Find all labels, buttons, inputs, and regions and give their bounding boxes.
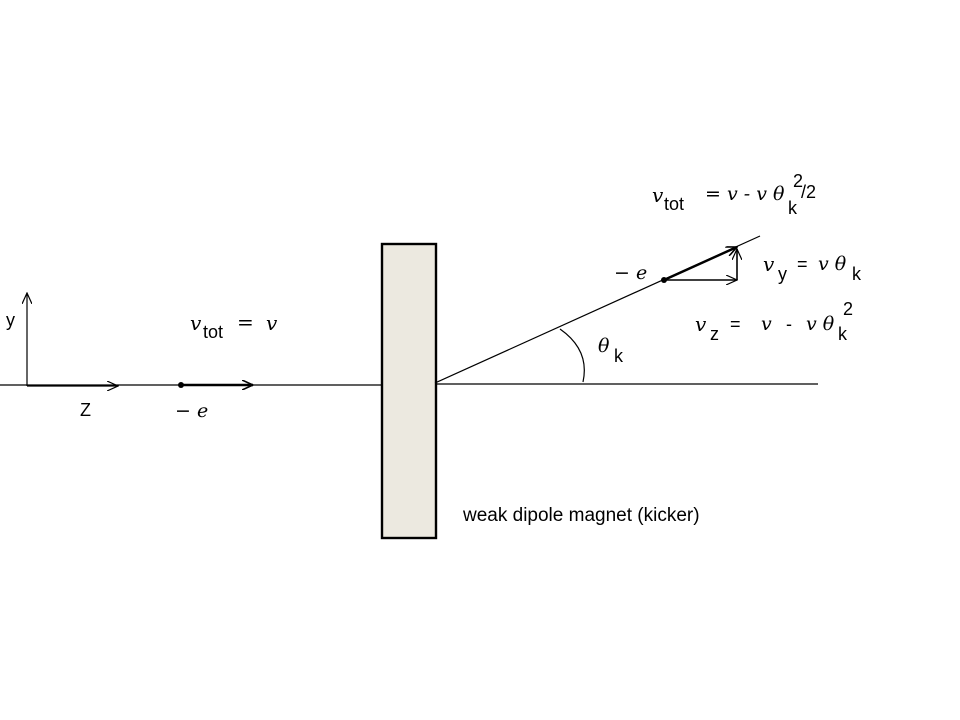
vy-subscript: y — [778, 264, 787, 284]
vtot-squared: 2 — [793, 171, 804, 191]
vtot-k-subscript: k — [788, 198, 797, 218]
vz-equals: = — [730, 314, 741, 334]
vtot-rhs: = v - v θ — [705, 183, 785, 205]
incoming-v-value: v — [266, 311, 278, 335]
y-axis-label: y — [6, 310, 15, 330]
vz-subscript: z — [710, 324, 719, 344]
vy-symbol: v — [763, 252, 775, 276]
vy-equals: = — [797, 254, 808, 274]
angle-subscript: k — [614, 346, 623, 366]
vz-v2: v θ — [806, 313, 835, 335]
outgoing-charge-label: − e — [614, 262, 648, 284]
magnet-label: weak dipole magnet (kicker) — [463, 505, 700, 526]
outgoing-electron-dot — [661, 277, 667, 283]
vtot-symbol: v — [652, 183, 664, 207]
incoming-equals: = — [237, 310, 254, 334]
dipole-magnet — [380, 242, 438, 540]
vz-symbol: v — [695, 312, 707, 336]
incoming-charge-label: − e — [175, 400, 209, 422]
vy-rhs: v θ — [818, 253, 847, 275]
vtot-tail: /2 — [801, 182, 817, 202]
vtot-arrow — [663, 245, 737, 282]
vy-k-subscript: k — [852, 264, 861, 284]
vz-minus: - — [786, 314, 792, 334]
vz-k-subscript: k — [838, 324, 847, 344]
z-axis-label: Z — [80, 400, 91, 420]
incoming-electron-dot — [178, 382, 184, 388]
vtot-subscript: tot — [664, 194, 685, 214]
angle-symbol: θ — [598, 335, 610, 357]
vz-v1: v — [761, 313, 772, 335]
angle-arc — [559, 328, 585, 383]
vz-squared: 2 — [843, 299, 854, 319]
incoming-v-subscript: tot — [203, 322, 224, 342]
incoming-v-symbol: v — [190, 311, 202, 335]
